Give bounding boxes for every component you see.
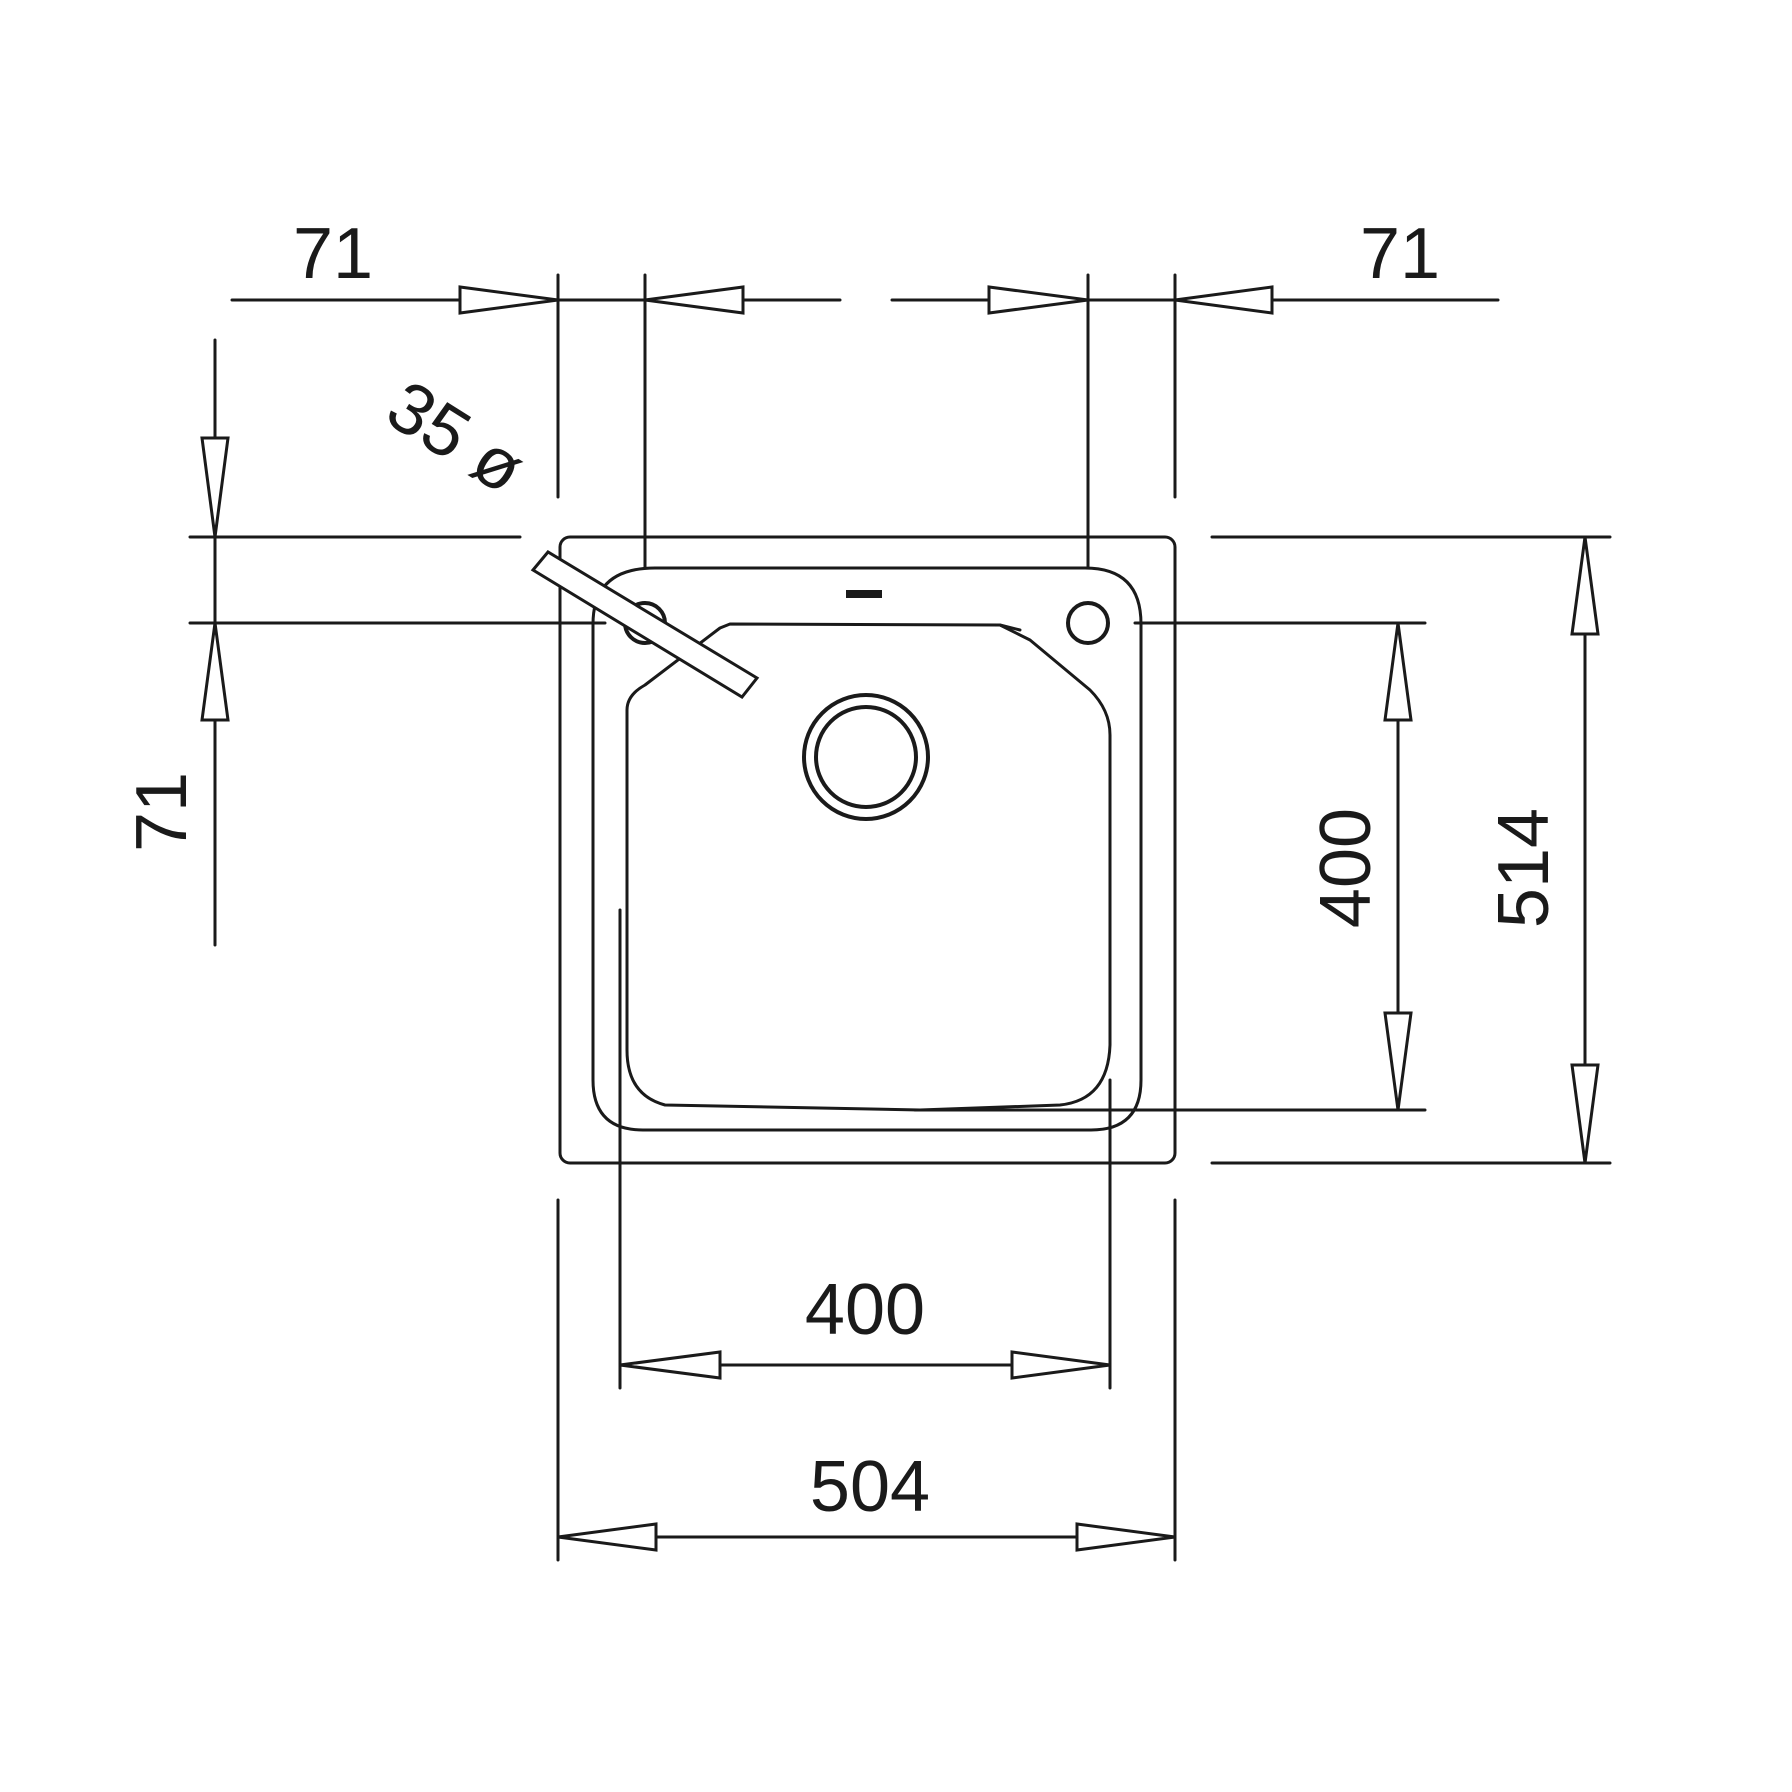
arrow-top-right-b: [1174, 285, 1274, 315]
bowl-back-corner: [998, 623, 1022, 632]
brand-mark-plate: [846, 590, 882, 598]
dim-label-bowl-width: 400: [805, 1270, 925, 1350]
arrow-overall-depth-b: [1570, 1063, 1600, 1164]
arrow-bowl-depth-b: [1383, 1011, 1413, 1111]
drain-inner-ring: [814, 705, 918, 809]
hole-section-symbol: [530, 550, 760, 699]
arrow-bowl-depth-a: [1383, 622, 1413, 722]
arrow-overall-width-b: [1075, 1522, 1176, 1552]
dim-label-left: 71: [122, 772, 202, 852]
outer-rim: [558, 535, 1177, 1165]
arrow-left-b: [200, 622, 230, 722]
dim-label-hole-diameter: 35 ø: [373, 366, 538, 510]
arrow-left-a: [200, 436, 230, 538]
dim-label-top-left: 71: [293, 214, 373, 294]
dim-label-overall-width: 504: [810, 1447, 930, 1527]
arrow-top-left-b: [644, 285, 745, 315]
dim-label-bowl-depth: 400: [1306, 808, 1386, 928]
brand-mark: TEKA: [863, 586, 866, 589]
arrow-overall-depth-a: [1570, 536, 1600, 636]
right-tap-hole-icon: [1066, 601, 1110, 645]
arrow-bowl-width-b: [1010, 1350, 1111, 1380]
drain-outer-ring: [802, 693, 930, 821]
arrow-bowl-width-a: [619, 1350, 722, 1380]
arrow-top-right-a: [987, 285, 1089, 315]
dim-label-top-right: 71: [1360, 214, 1440, 294]
arrow-top-left-a: [458, 285, 559, 315]
arrow-overall-width-a: [557, 1522, 658, 1552]
bowl-outline: [625, 622, 1112, 1112]
dim-label-overall-depth: 514: [1484, 808, 1564, 928]
